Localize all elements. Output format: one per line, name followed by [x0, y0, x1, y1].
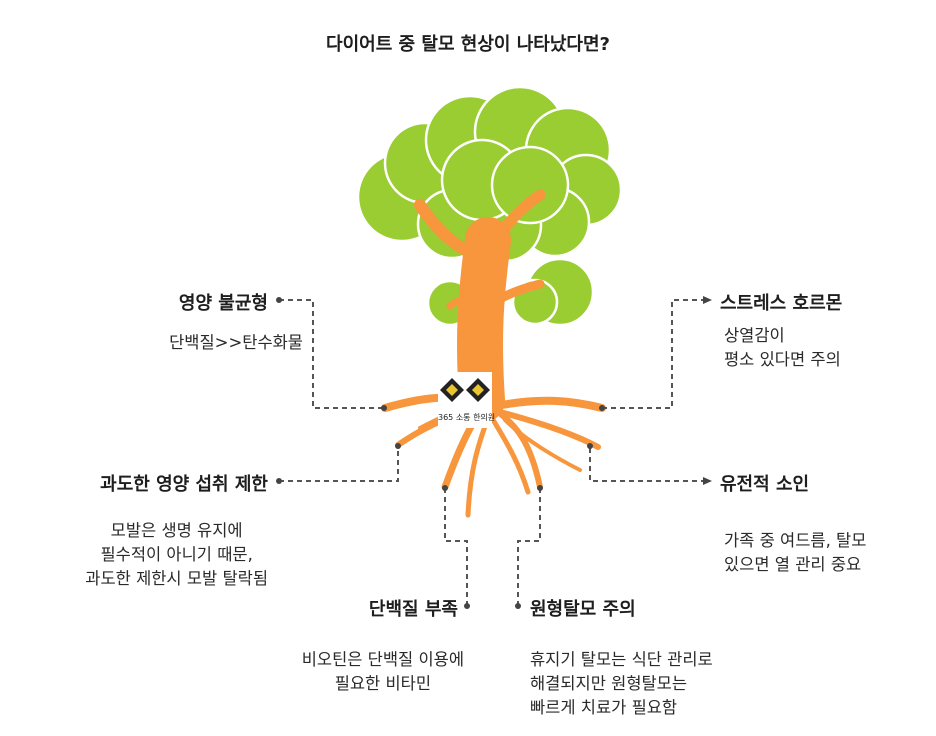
desc-line: 있으면 열 관리 중요 — [724, 555, 862, 574]
desc-line: 휴지기 탈모는 식단 관리로 — [530, 650, 713, 669]
desc-genetic-factor: 가족 중 여드름, 탈모 있으면 열 관리 중요 — [724, 529, 866, 577]
heading-genetic-factor: 유전적 소인 — [720, 474, 810, 495]
desc-line: 과도한 제한시 모발 탈락됨 — [85, 569, 268, 588]
desc-line: 평소 있다면 주의 — [724, 350, 841, 369]
desc-excessive-restriction: 모발은 생명 유지에 필수적이 아니기 때문, 과도한 제한시 모발 탈락됨 — [85, 519, 268, 591]
desc-line: 모발은 생명 유지에 — [110, 521, 243, 540]
desc-line: 필요한 비타민 — [334, 674, 432, 693]
connector-protein-deficiency — [444, 488, 468, 606]
desc-stress-hormone: 상열감이 평소 있다면 주의 — [724, 324, 841, 372]
connectors — [279, 299, 706, 606]
desc-line: 비오틴은 단백질 이용에 — [301, 650, 464, 669]
page-title: 다이어트 중 탈모 현상이 나타났다면? — [326, 34, 610, 55]
heading-excessive-restriction: 과도한 영양 섭취 제한 — [100, 474, 268, 495]
desc-line: 단백질>>탄수화물 — [169, 333, 303, 352]
connector-genetic-factor — [589, 446, 706, 482]
connector-alopecia-areata — [517, 488, 541, 606]
connector-dots — [276, 297, 605, 609]
heading-stress-hormone: 스트레스 호르몬 — [720, 293, 843, 314]
clinic-logo — [438, 372, 492, 428]
desc-alopecia-areata: 휴지기 탈모는 식단 관리로 해결되지만 원형탈모는 빠르게 치료가 필요함 — [530, 648, 713, 720]
desc-line: 상열감이 — [724, 326, 785, 345]
desc-line: 해결되지만 원형탈모는 — [530, 674, 688, 693]
arrow-heads — [703, 296, 712, 485]
heading-nutrition-imbalance: 영양 불균형 — [178, 293, 268, 314]
desc-line: 빠르게 치료가 필요함 — [530, 698, 678, 717]
heading-alopecia-areata: 원형탈모 주의 — [530, 599, 636, 620]
logo-label: 365 소통 한의원 — [438, 413, 496, 422]
desc-line: 필수적이 아니기 때문, — [100, 545, 253, 564]
connector-stress-hormone — [602, 299, 706, 409]
heading-protein-deficiency: 단백질 부족 — [368, 599, 458, 620]
desc-nutrition-imbalance: 단백질>>탄수화물 — [169, 331, 303, 355]
connector-excessive-restriction — [279, 446, 399, 482]
desc-line: 가족 중 여드름, 탈모 — [724, 531, 867, 550]
desc-protein-deficiency: 비오틴은 단백질 이용에 필요한 비타민 — [302, 648, 464, 696]
